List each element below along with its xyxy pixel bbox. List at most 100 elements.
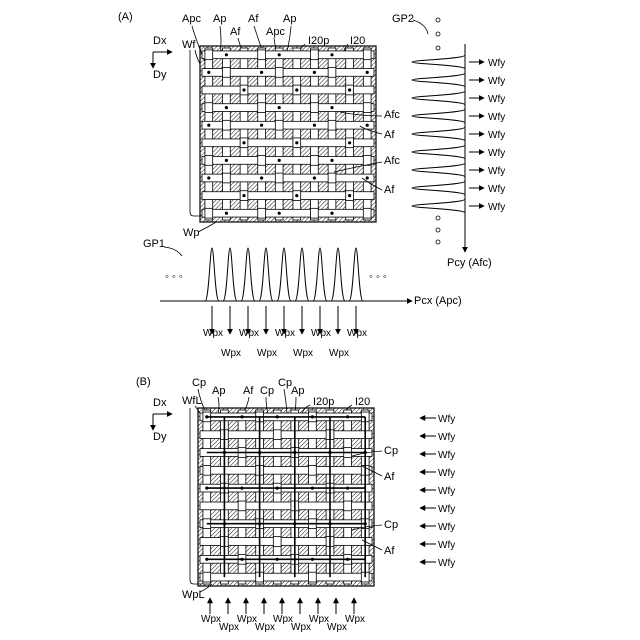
crossing-point bbox=[278, 159, 281, 162]
gp1-label: GP1 bbox=[143, 238, 165, 250]
wfy-label: Wfy bbox=[488, 184, 505, 195]
gp2-peak bbox=[412, 199, 465, 213]
wpx-arrows: WpxWpxWpxWpxWpxWpxWpxWpxWpx bbox=[201, 598, 365, 633]
callout-af: Af bbox=[384, 545, 395, 557]
pcx-axis-label: Pcx (Apc) bbox=[414, 295, 462, 307]
warp-over-weft bbox=[363, 208, 371, 218]
crossing-point bbox=[278, 212, 281, 215]
gp1-peak bbox=[277, 248, 291, 301]
gp1-peak bbox=[223, 248, 237, 301]
wpx-label: Wpx bbox=[311, 328, 331, 339]
warp-over-weft bbox=[328, 173, 336, 183]
direction-arrows bbox=[153, 414, 172, 430]
wfy-label: Wfy bbox=[438, 432, 455, 443]
wfy-label: Wfy bbox=[438, 558, 455, 569]
warp-over-weft bbox=[311, 208, 319, 218]
callout-ap: Ap bbox=[283, 13, 296, 25]
callout-wp: Wp bbox=[183, 227, 200, 239]
wfy-label: Wfy bbox=[438, 504, 455, 515]
callout-ap: Ap bbox=[213, 13, 226, 25]
panel-b: (B) Dx Dy Cp Ap Af Cp Cp Ap WfL I20p I20 bbox=[136, 376, 455, 633]
wpx-label: Wpx bbox=[327, 622, 347, 633]
wpx-label: Wpx bbox=[255, 622, 275, 633]
wfy-label: Wfy bbox=[438, 486, 455, 497]
woven-fabric-grid bbox=[198, 408, 374, 586]
wpx-label: Wpx bbox=[239, 328, 259, 339]
callout-cp: Cp bbox=[192, 377, 206, 389]
axis-dx-label: Dx bbox=[153, 35, 167, 47]
gp1-peak bbox=[205, 248, 219, 301]
warp-over-weft bbox=[223, 173, 231, 183]
continuation-dots-right: ◦ ◦ ◦ bbox=[369, 271, 387, 283]
warp-over-weft bbox=[203, 572, 211, 582]
crossing-point bbox=[260, 176, 263, 179]
warp-over-weft bbox=[328, 68, 336, 78]
warp-over-weft bbox=[273, 430, 281, 440]
gp2-peak bbox=[412, 55, 465, 69]
crossing-point bbox=[366, 124, 369, 127]
warp-over-weft bbox=[344, 501, 352, 511]
callout-wfl: WfL bbox=[182, 395, 202, 407]
warp-over-weft bbox=[205, 50, 213, 60]
gp1-peak bbox=[331, 248, 345, 301]
wfy-label: Wfy bbox=[488, 112, 505, 123]
gp1-peak bbox=[313, 248, 327, 301]
wpx-label: Wpx bbox=[347, 328, 367, 339]
gp2-peak bbox=[412, 91, 465, 105]
crossing-point bbox=[330, 106, 333, 109]
wp-leader-line bbox=[198, 222, 216, 232]
wfy-label: Wfy bbox=[438, 522, 455, 533]
wpx-label: Wpx bbox=[201, 614, 221, 625]
weft-yarn bbox=[200, 573, 372, 581]
callout-af: Af bbox=[384, 184, 395, 196]
warp-over-weft bbox=[309, 572, 317, 582]
crossing-point bbox=[313, 71, 316, 74]
gp1-peak bbox=[349, 248, 363, 301]
axis-dx-label: Dx bbox=[153, 397, 167, 409]
wfy-label: Wfy bbox=[488, 58, 505, 69]
gp2-leader bbox=[413, 20, 428, 34]
callout-ap: Ap bbox=[212, 385, 225, 397]
wfy-arrows: WfyWfyWfyWfyWfyWfyWfyWfyWfy bbox=[420, 414, 455, 569]
wpx-label: Wpx bbox=[219, 622, 239, 633]
wfy-label: Wfy bbox=[488, 76, 505, 87]
pcy-axis-label: Pcy (Afc) bbox=[447, 257, 492, 269]
crossing-point bbox=[225, 106, 228, 109]
woven-fabric-grid bbox=[200, 46, 376, 222]
callout-apc: Apc bbox=[182, 13, 201, 25]
callout-af: Af bbox=[230, 26, 241, 38]
callout-ap: Ap bbox=[291, 385, 304, 397]
gp2-peak bbox=[412, 145, 465, 159]
warp-over-weft bbox=[258, 156, 266, 166]
warp-over-weft bbox=[311, 156, 319, 166]
crossing-point bbox=[330, 159, 333, 162]
continuation-dot bbox=[436, 228, 440, 232]
crossing-point bbox=[348, 88, 351, 91]
crossing-point bbox=[225, 159, 228, 162]
warp-over-weft bbox=[311, 103, 319, 113]
warp-over-weft bbox=[275, 173, 283, 183]
crossing-point bbox=[225, 212, 228, 215]
gp1-peak bbox=[295, 248, 309, 301]
warp-over-weft bbox=[363, 156, 371, 166]
wfy-label: Wfy bbox=[488, 94, 505, 105]
warp-over-weft bbox=[205, 156, 213, 166]
callout-i20: I20 bbox=[350, 35, 365, 47]
callout-af: Af bbox=[384, 129, 395, 141]
wpx-label: Wpx bbox=[203, 328, 223, 339]
gp2-peak bbox=[412, 73, 465, 87]
pcy-profile bbox=[412, 18, 465, 252]
crossing-point bbox=[295, 141, 298, 144]
crossing-point bbox=[330, 53, 333, 56]
callout-cp: Cp bbox=[384, 445, 398, 457]
warp-over-weft bbox=[205, 208, 213, 218]
continuation-dot bbox=[436, 240, 440, 244]
warp-over-weft bbox=[205, 103, 213, 113]
crossing-point bbox=[366, 71, 369, 74]
crossing-point bbox=[348, 141, 351, 144]
wpx-arrows: WpxWpxWpxWpxWpxWpxWpxWpxWpx bbox=[203, 306, 367, 359]
axis-dy-label: Dy bbox=[153, 69, 167, 81]
crossing-point bbox=[260, 124, 263, 127]
warp-over-weft bbox=[275, 120, 283, 130]
